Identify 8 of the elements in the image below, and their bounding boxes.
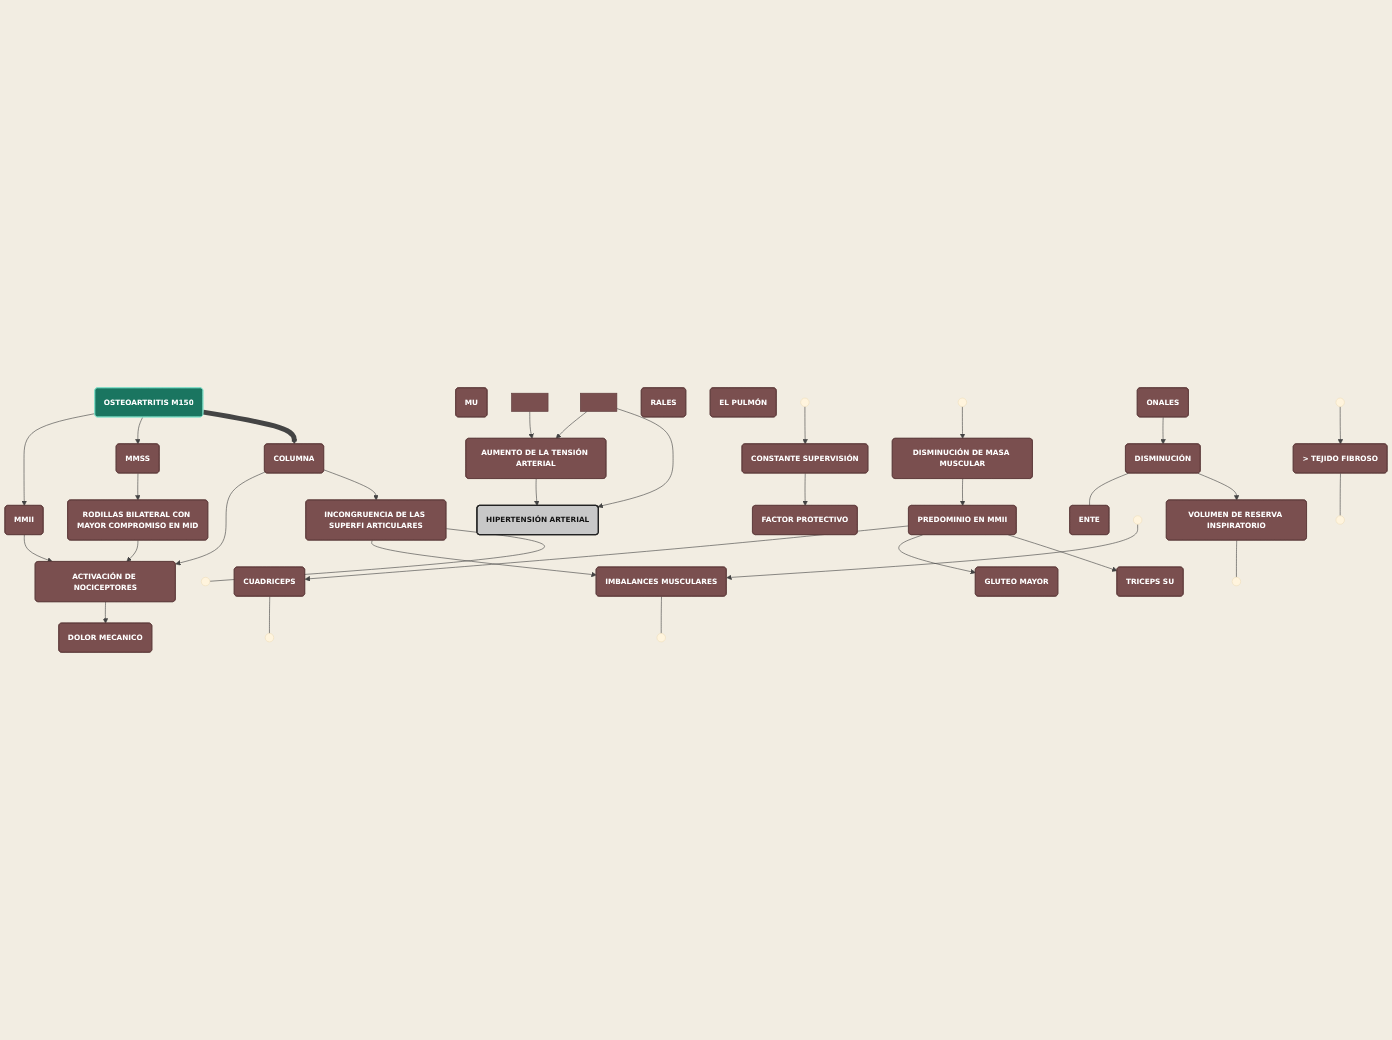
node-box xyxy=(511,392,549,412)
connector xyxy=(269,596,271,634)
connector xyxy=(660,596,662,634)
connector xyxy=(1339,473,1341,517)
connector xyxy=(1089,473,1129,506)
connector xyxy=(1236,540,1238,578)
node-box xyxy=(580,392,618,412)
arrow xyxy=(202,409,297,445)
